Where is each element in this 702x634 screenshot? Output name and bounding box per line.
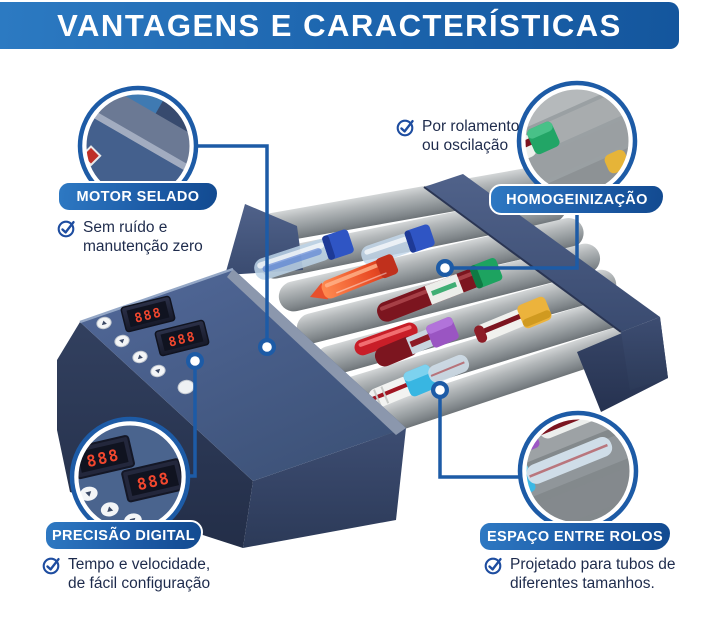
tube-blue-cap-2: [361, 224, 435, 266]
tube-cyan-cap: [368, 354, 470, 408]
label-homogeneizacao-text: HOMOGEINIZAÇÃO: [506, 191, 648, 208]
tube-green-cap: [377, 257, 503, 322]
connection-dot-precisao: [186, 352, 204, 370]
tube-orange-conical: [310, 254, 399, 300]
connection-dot-motor: [258, 338, 276, 356]
desc-line: Sem ruído e: [83, 219, 168, 236]
tube-red: [354, 322, 418, 356]
connector-homogeneizacao: [445, 214, 579, 270]
tube-yellow-cap: [474, 296, 552, 343]
desc-motor-selado-text: Sem ruído e manutenção zero: [83, 218, 203, 256]
desc-motor-selado: Sem ruído e manutenção zero: [57, 218, 203, 256]
label-motor-selado-text: MOTOR SELADO: [76, 188, 200, 205]
desc-espaco-entre-rolos-text: Projetado para tubos de diferentes taman…: [510, 555, 675, 593]
espaco-entre-rolos-zoom-circle: [517, 410, 639, 532]
connector-espaco-entre-rolos: [438, 390, 521, 479]
desc-precisao-digital: Tempo e velocidade, de fácil configuraçã…: [42, 555, 210, 593]
espaco-entre-rolos-zoom-image: [526, 419, 630, 523]
label-espaco-entre-rolos: ESPAÇO ENTRE ROLOS: [478, 521, 672, 552]
desc-line: Projetado para tubos de: [510, 556, 676, 573]
label-homogeneizacao: HOMOGEINIZAÇÃO: [489, 184, 665, 215]
check-circle-icon: [42, 557, 60, 575]
page-title: VANTAGENS E CARACTERÍSTICAS: [57, 7, 622, 43]
led-display-1: 888: [120, 295, 176, 333]
control-buttons: [96, 316, 195, 395]
desc-homogeneizacao: Por rolamento ou oscilação: [396, 117, 519, 155]
label-precisao-digital-text: PRECISÃO DIGITAL: [51, 527, 196, 544]
connection-dot-espaco: [431, 381, 449, 399]
desc-espaco-entre-rolos: Projetado para tubos de diferentes taman…: [484, 555, 675, 593]
connection-dots: [186, 259, 454, 399]
desc-line: ou oscilação: [422, 137, 509, 154]
led-display-2-value: 888: [167, 329, 198, 350]
homogeneizacao-zoom-circle: [516, 80, 638, 202]
led-display-2: 888: [154, 319, 210, 357]
label-precisao-digital: PRECISÃO DIGITAL: [44, 520, 203, 551]
connector-motor-selado: [198, 144, 269, 347]
check-circle-icon: [57, 220, 75, 238]
precisao-digital-zoom-image: 888 888: [78, 425, 182, 529]
tube-blue-cap-1: [254, 229, 354, 280]
desc-line: de fácil configuração: [68, 575, 211, 592]
sample-tubes: [254, 224, 552, 408]
desc-homogeneizacao-text: Por rolamento ou oscilação: [422, 117, 519, 155]
led-display-1-value: 888: [133, 305, 164, 326]
desc-line: Por rolamento: [422, 118, 520, 135]
label-espaco-entre-rolos-text: ESPAÇO ENTRE ROLOS: [486, 528, 664, 545]
desc-precisao-digital-text: Tempo e velocidade, de fácil configuraçã…: [68, 555, 210, 593]
check-circle-icon: [396, 119, 414, 137]
desc-line: Tempo e velocidade,: [68, 556, 211, 573]
desc-line: manutenção zero: [83, 238, 203, 255]
right-end-bracket: [423, 174, 668, 412]
desc-line: diferentes tamanhos.: [510, 575, 655, 592]
connection-dot-homogeneizacao: [436, 259, 454, 277]
check-circle-icon: [484, 557, 502, 575]
tube-purple-cap: [374, 317, 459, 367]
title-bar: VANTAGENS E CARACTERÍSTICAS: [0, 2, 679, 49]
label-motor-selado: MOTOR SELADO: [57, 181, 219, 212]
precisao-digital-zoom-circle: 888 888: [69, 416, 191, 538]
